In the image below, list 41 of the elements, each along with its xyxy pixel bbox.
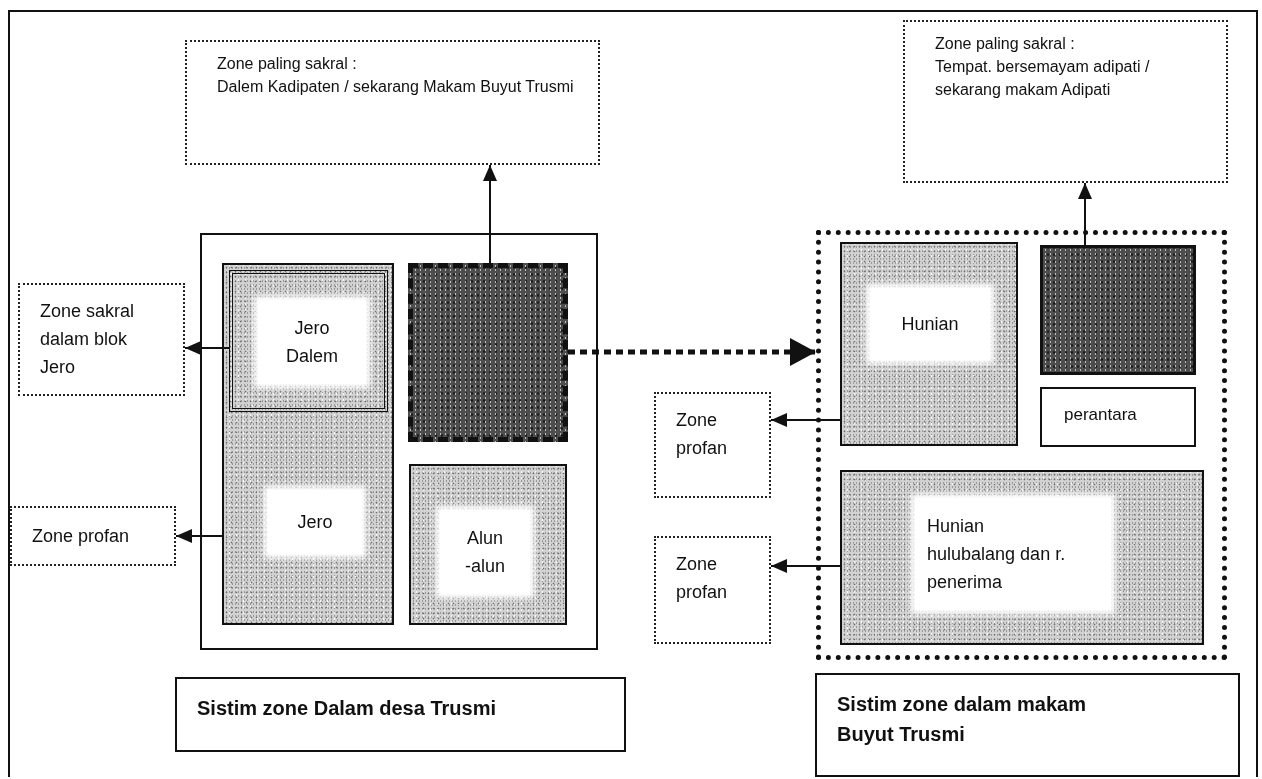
note-text: Zone sakral dalam blok Jero <box>40 300 136 379</box>
caption-box <box>175 677 626 752</box>
zone-label: Jero Dalem <box>258 300 366 384</box>
note-text: Zone profan <box>32 525 130 548</box>
zone-frame <box>200 233 598 650</box>
zone-block <box>840 470 1204 645</box>
sacred-zone-block <box>408 263 568 442</box>
arrow <box>770 559 841 573</box>
arrow <box>175 529 223 543</box>
note-text: Zone profan <box>676 553 729 604</box>
note-text: Dalem Kadipaten / sekarang Makam Buyut Trusmi <box>217 77 575 97</box>
note-box <box>654 392 771 498</box>
zone-label: Hunian <box>870 288 990 360</box>
sacred-zone-block <box>1040 245 1196 375</box>
zone-block <box>229 270 388 412</box>
note-box <box>10 506 176 566</box>
arrow <box>483 164 497 264</box>
zone-region <box>816 230 1227 660</box>
zone-label: Alun -alun <box>440 510 530 594</box>
note-heading: Zone paling sakral : <box>217 54 358 74</box>
caption-text: Sistim zone dalam makam Buyut Trusmi <box>837 692 1087 747</box>
zone-label: Jero <box>268 490 362 554</box>
caption-box <box>815 673 1240 777</box>
note-text: Tempat. bersemayam adipati / sekarang makam Adipati <box>935 57 1151 100</box>
note-text: Zone profan <box>676 409 729 460</box>
arrow <box>1078 182 1092 246</box>
zone-block <box>222 263 394 625</box>
note-heading: Zone paling sakral : <box>935 34 1076 54</box>
zone-block <box>409 464 567 625</box>
zone-label: perantara <box>1064 405 1138 425</box>
arrow <box>568 338 816 366</box>
zone-label: Hunian hulubalang dan r. penerima <box>915 498 1111 610</box>
arrow <box>184 341 230 355</box>
note-box <box>185 40 600 165</box>
caption-text: Sistim zone Dalam desa Trusmi <box>197 696 497 721</box>
note-box <box>654 536 771 644</box>
zone-block <box>1040 387 1196 447</box>
arrow <box>770 413 841 427</box>
note-box <box>18 283 185 396</box>
note-box <box>903 20 1228 183</box>
zone-block <box>840 242 1018 446</box>
